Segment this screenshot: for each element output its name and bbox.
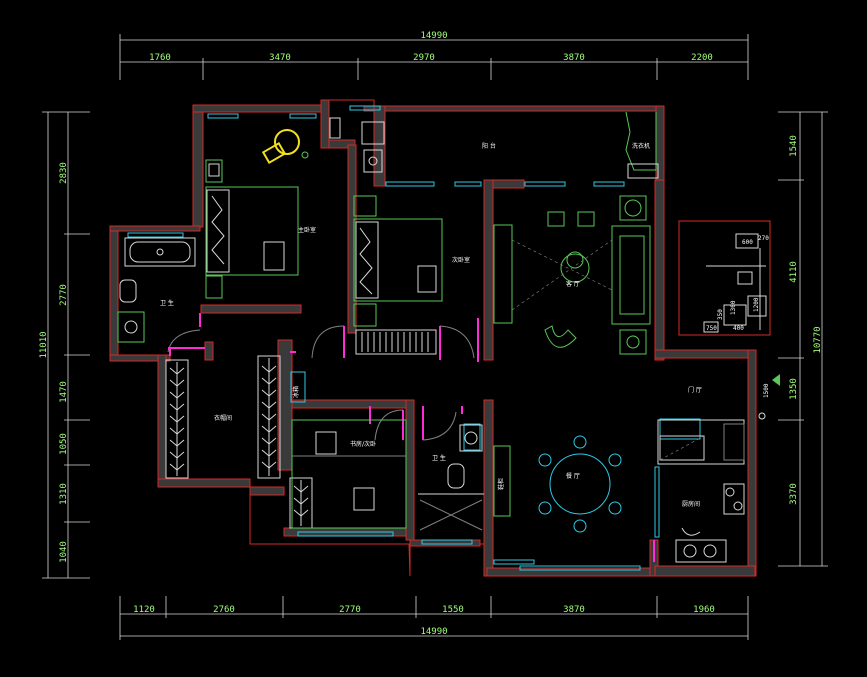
label-bathroom2: 卫 生 — [432, 454, 446, 462]
second-bed — [353, 195, 443, 327]
right-segment-1: 1540 — [789, 135, 799, 157]
bottom-segment-3: 2770 — [339, 605, 361, 615]
armchair-yellow — [261, 129, 309, 165]
right-dimensions — [778, 111, 828, 567]
label-laundry: 洗衣机 — [632, 142, 650, 150]
top-segment-2: 3470 — [269, 53, 291, 63]
balcony-fixtures — [329, 111, 659, 179]
top-segment-4: 3870 — [563, 53, 585, 63]
bathroom2-fixtures — [418, 424, 484, 531]
label-balcony: 阳 台 — [482, 142, 496, 150]
annex-detail: 600 270 1360 1200 400 750 350 1500 — [678, 220, 771, 398]
living-room-furniture — [493, 195, 651, 355]
walls — [109, 99, 757, 577]
dining-table — [493, 435, 622, 533]
top-segment-3: 2970 — [413, 53, 435, 63]
wardrobe-second — [355, 329, 437, 355]
detail-8: 1500 — [763, 383, 770, 398]
label-cloakroom: 衣帽间 — [214, 414, 232, 422]
entrance-marker — [758, 374, 780, 420]
left-segment-5: 1310 — [59, 483, 69, 505]
right-total-dimension: 10770 — [813, 326, 823, 353]
left-segment-1: 2830 — [59, 162, 69, 184]
bottom-segment-6: 1960 — [693, 605, 715, 615]
windows — [127, 105, 701, 571]
left-segment-6: 1040 — [59, 541, 69, 563]
top-dimensions — [119, 34, 749, 80]
label-shoe-cabinet: 鞋柜 — [497, 478, 505, 490]
label-dining: 餐 厅 — [566, 472, 580, 480]
right-segment-4: 3370 — [789, 483, 799, 505]
detail-4: 1200 — [753, 297, 760, 312]
detail-7: 350 — [717, 309, 724, 320]
cloakroom-racks — [165, 355, 313, 529]
label-entrance: 门 厅 — [688, 386, 702, 394]
left-dimensions — [42, 111, 90, 579]
bathroom1-fixtures — [117, 237, 196, 343]
top-segment-5: 2200 — [691, 53, 713, 63]
bottom-segment-2: 2760 — [213, 605, 235, 615]
bottom-segment-4: 1550 — [442, 605, 464, 615]
left-segment-4: 1050 — [59, 433, 69, 455]
right-segment-2: 4110 — [789, 261, 799, 283]
label-study: 书房/次卧 — [350, 440, 376, 448]
bottom-total-dimension: 14990 — [420, 627, 447, 637]
right-segment-3: 1350 — [789, 378, 799, 400]
master-bed — [205, 159, 299, 299]
label-fridge: 冰箱 — [292, 386, 300, 398]
label-living-room: 客 厅 — [566, 280, 580, 288]
study-furniture — [291, 419, 407, 529]
doors — [167, 313, 655, 562]
left-total-dimension: 11010 — [39, 331, 49, 358]
top-total-dimension: 14990 — [420, 31, 447, 41]
left-segment-3: 1470 — [59, 381, 69, 403]
label-second-bedroom: 次卧室 — [452, 256, 470, 264]
detail-2: 270 — [758, 235, 769, 242]
kitchen-fixtures — [657, 419, 745, 563]
bottom-segment-1: 1120 — [133, 605, 155, 615]
bottom-dimensions — [119, 596, 749, 640]
top-segment-1: 1760 — [149, 53, 171, 63]
detail-3: 1360 — [730, 300, 737, 315]
label-bathroom1: 卫 生 — [160, 299, 174, 307]
detail-5: 400 — [733, 325, 744, 332]
left-segment-2: 2770 — [59, 284, 69, 306]
detail-1: 600 — [742, 239, 753, 246]
detail-6: 750 — [706, 325, 717, 332]
bottom-segment-5: 3870 — [563, 605, 585, 615]
room-labels: 阳 台 洗衣机 主卧室 次卧室 客 厅 卫 生 衣帽间 书房/次卧 卫 生 餐 … — [160, 142, 702, 508]
label-kitchen: 厨房间 — [682, 500, 700, 508]
label-master-bedroom: 主卧室 — [298, 226, 316, 234]
